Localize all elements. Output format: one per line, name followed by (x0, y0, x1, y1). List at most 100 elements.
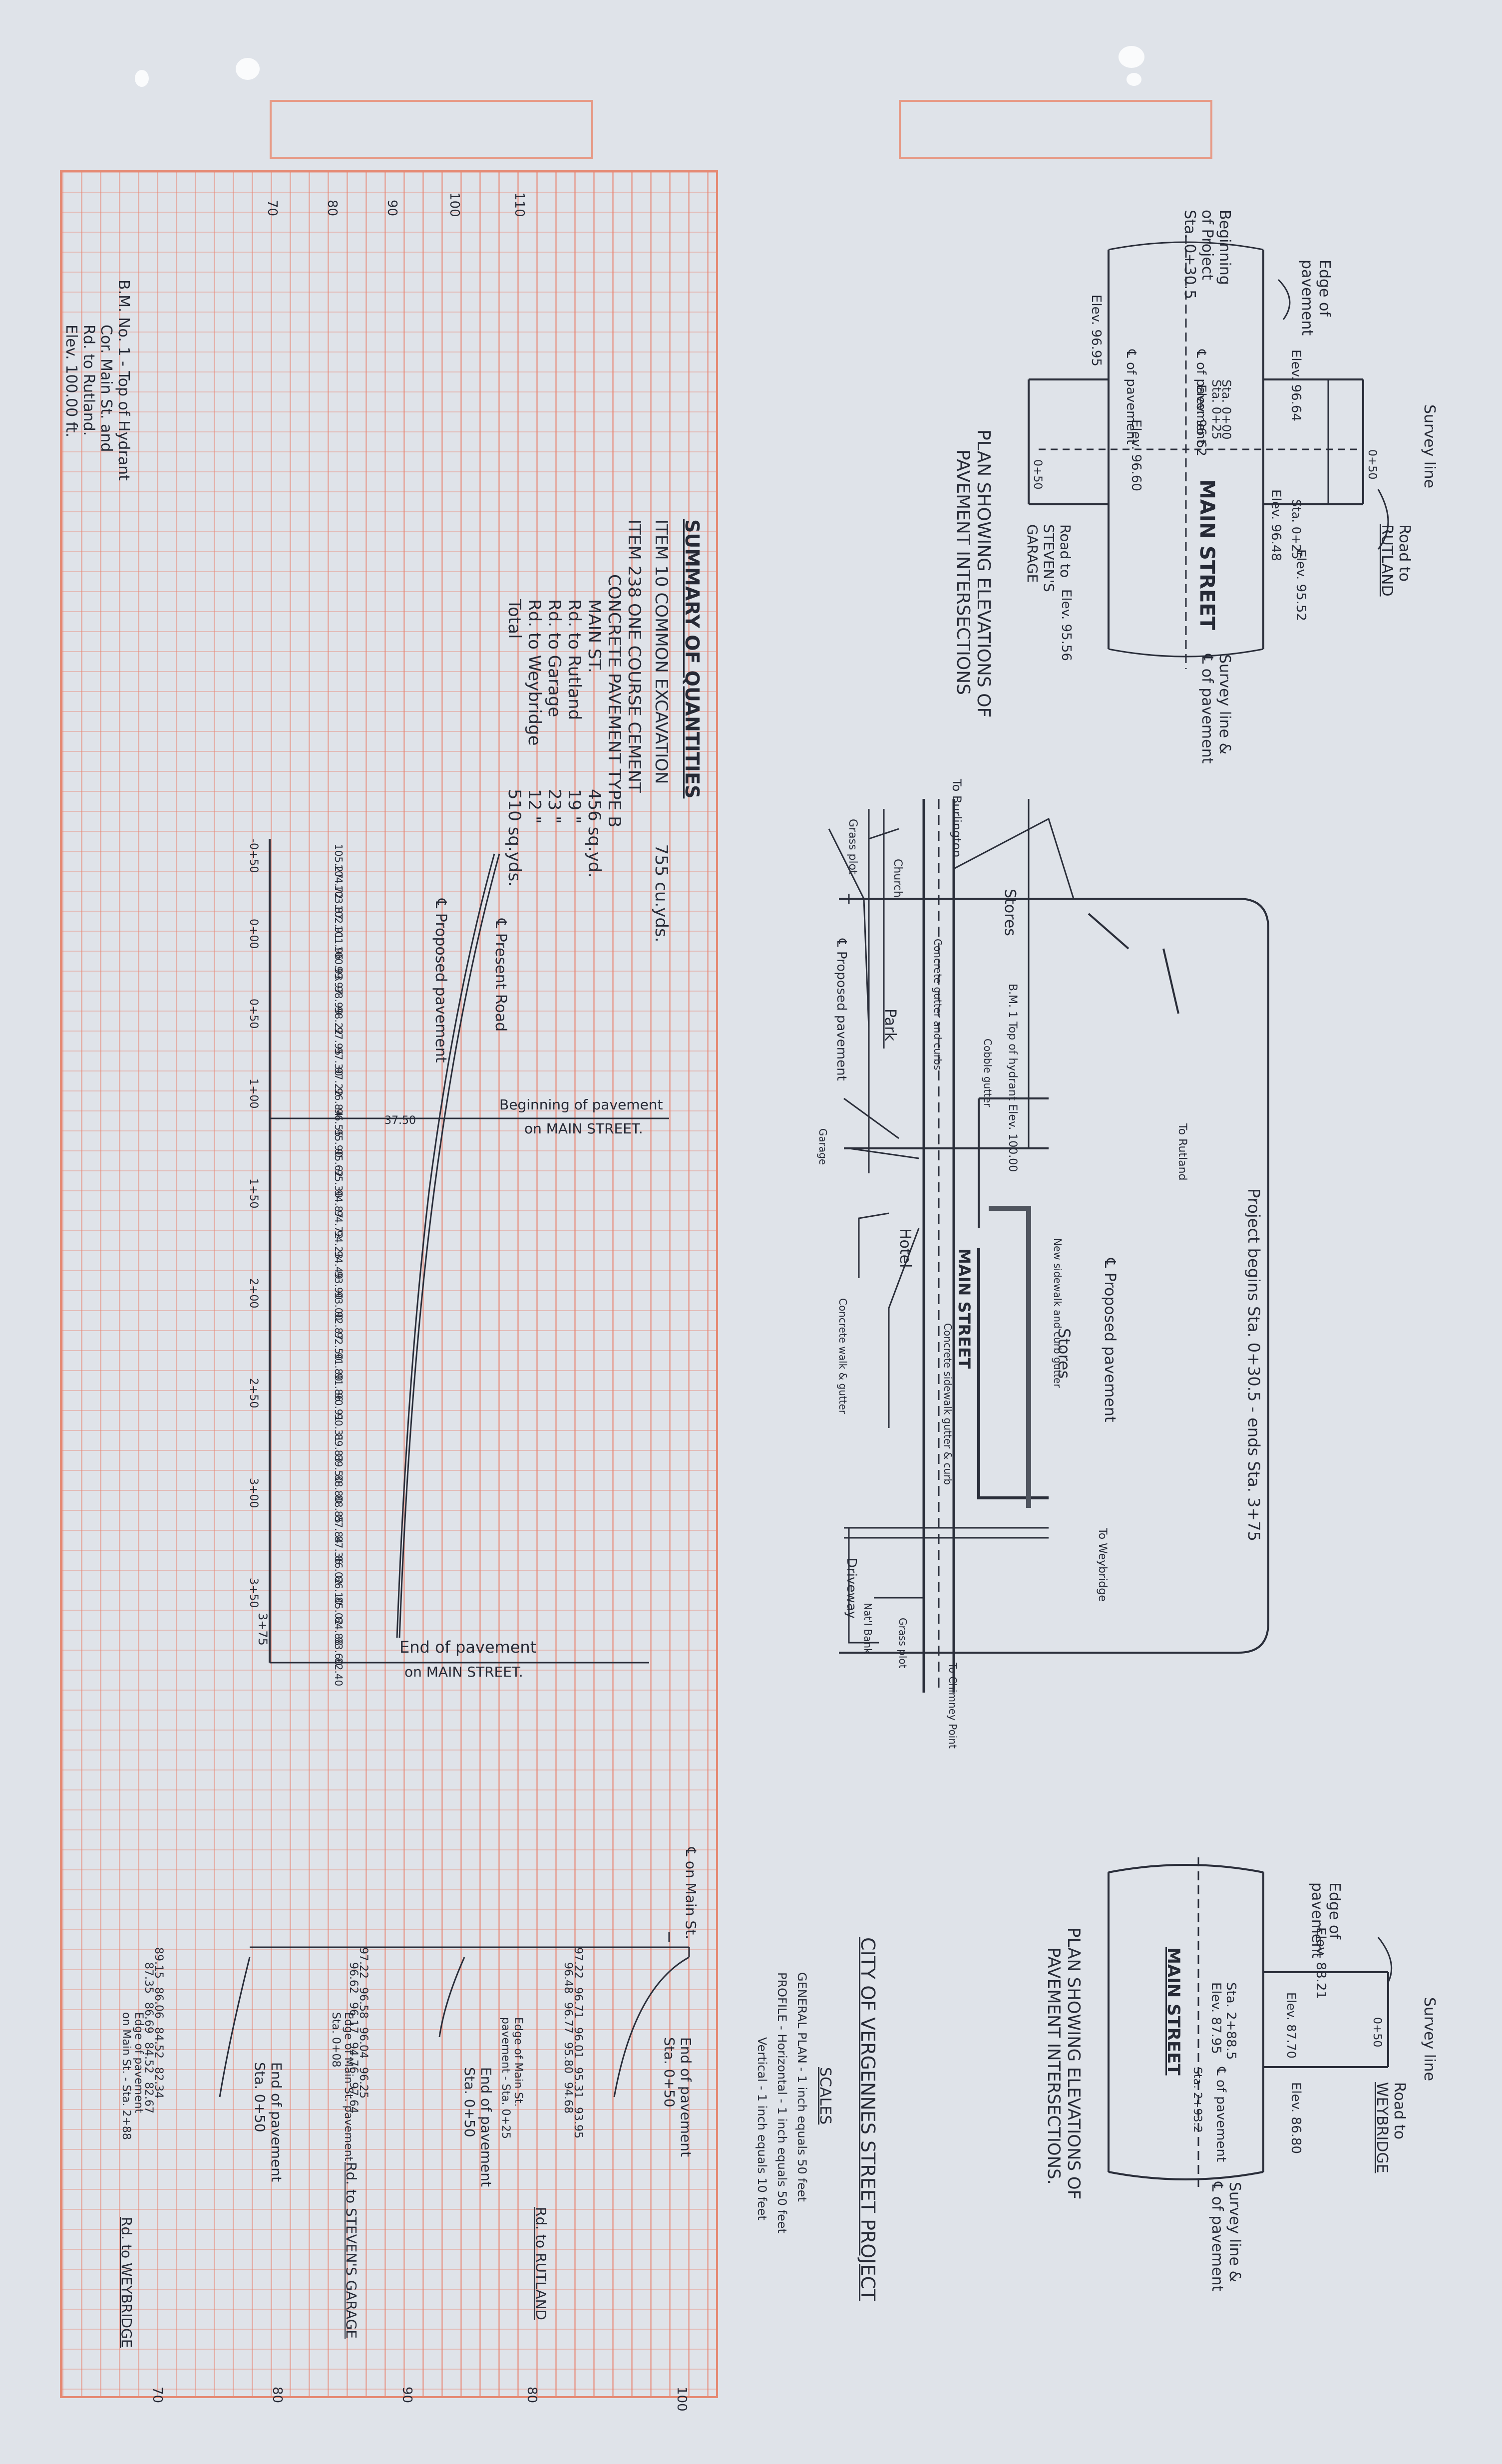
bottom-elev-2: Elev. 87.70 (1284, 1992, 1298, 2059)
top-cl-1: ℄ of pavement (1193, 350, 1208, 445)
profile-station: 3+00 (247, 1478, 260, 1508)
top-garage-road: Road to STEVEN'S GARAGE (1024, 524, 1074, 592)
profile-begin-line2: on MAIN STREET. (524, 1120, 643, 1137)
sp-end-2: End of pavement Sta. 0+50 (461, 2067, 494, 2187)
scale-general: GENERAL PLAN - 1 inch equals 50 feet (795, 1972, 809, 2202)
site-proposed-1: ℄ Proposed pavement (834, 939, 849, 1081)
bottom-sta2: Sta. 2+93.2 (1191, 2067, 1203, 2133)
top-elev-2: Elev. 96.95 (1089, 295, 1104, 366)
item10-label: ITEM 10 COMMON EXCAVATION (651, 519, 671, 784)
sp-axis-80b: 80 (270, 2387, 285, 2404)
top-beginning-label: Beginning of Project Sta. 0+30.5 (1181, 210, 1233, 300)
site-concrete-curb: Concrete sidewalk gutter & curb (942, 1323, 954, 1485)
profile-begin-line1: Beginning of pavement (499, 1096, 663, 1113)
bottom-sta: Sta. 2+88.5 Elev. 87.95 (1208, 1982, 1238, 2060)
site-main-street: MAIN STREET (955, 1248, 974, 1369)
profile-station: 2+00 (247, 1278, 260, 1309)
top-plan-title: PLAN SHOWING ELEVATIONS OF PAVEMENT INTE… (953, 429, 994, 718)
top-elev-1: Elev. 96.64 (1288, 350, 1303, 421)
top-elev-6: Elev. 95.52 (1293, 549, 1308, 621)
bottom-survey-line: Survey line (1421, 1997, 1438, 2082)
item238-sub: CONCRETE PAVEMENT TYPE B (604, 574, 624, 828)
site-cobble: Cobble gutter (982, 1039, 994, 1107)
elev-axis-70: 70 (265, 200, 280, 217)
profile-station: 0+00 (247, 919, 260, 949)
profile-end-line1: End of pavement (399, 1638, 537, 1657)
profile-station: 0+50 (247, 999, 260, 1029)
profile-station: 1+50 (247, 1178, 260, 1209)
elev-axis-80: 80 (325, 200, 340, 217)
sp-axis-70: 70 (150, 2387, 165, 2404)
elev-axis-110: 110 (512, 192, 527, 217)
top-elev-7: Elev. 95.56 (1059, 589, 1074, 661)
top-sta-3: Sta. 0+25 (1209, 379, 1223, 440)
site-bank: Nat'l Bank (862, 1603, 874, 1654)
profile-sta-3750: 37.50 (384, 1114, 416, 1127)
profile-elevation-value: 82.40 (333, 1658, 345, 1687)
summary-row: MAIN ST. 456 sq.yd. (584, 599, 604, 878)
profile-station: -0+50 (247, 839, 260, 873)
sp-axis-100: 100 (674, 2387, 689, 2412)
scale-profile: PROFILE - Horizontal - 1 inch equals 50 … (775, 1972, 789, 2233)
profile-grid (60, 170, 718, 2398)
sp-edge-weybridge: Edge of pavement on Main St. - Sta. 2+88 (120, 2012, 145, 2140)
bottom-elev-3: Elev. 86.80 (1288, 2082, 1303, 2154)
sp-axis-80: 80 (524, 2387, 539, 2404)
profile-end-line2: on MAIN STREET. (404, 1664, 523, 1680)
site-to-burlington: To Burlington (950, 779, 964, 858)
summary-row: Rd. to Garage 23 " (544, 599, 564, 824)
sp-rutland: Rd. to RUTLAND (533, 2207, 549, 2320)
sp-edge-main: Edge of Main St. pavement - Sta. 0+25 (499, 2017, 524, 2139)
profile-station: 3+50 (247, 1578, 260, 1608)
site-to-weybridge: To Weybridge (1096, 1528, 1109, 1602)
site-bm1: B.M. 1 Top of hydrant Elev. 100.00 (1006, 984, 1019, 1172)
site-stores-1: Stores (1001, 889, 1019, 936)
site-park: Park (881, 1009, 899, 1041)
site-to-chimney-point: To Chimney Point (947, 1663, 959, 1749)
top-survey-line: Survey line (1421, 404, 1438, 489)
summary-heading: SUMMARY OF QUANTITIES (681, 519, 703, 799)
site-concrete-gutter: Concrete gutter and curbs (932, 939, 944, 1070)
top-sta-4: 0+50 (1366, 449, 1378, 480)
top-edge-label: Edge of pavement (1298, 260, 1333, 336)
summary-row: Total 510 sq.yds. (504, 599, 524, 887)
small-profile-value: 97.64 (347, 2082, 360, 2113)
bottom-elev-1: Elev. 88.21 (1313, 1927, 1328, 1999)
profile-end-sta: 3+75 (256, 1613, 270, 1646)
site-to-rutland: To Rutland (1176, 1123, 1188, 1181)
top-survey-cl: Survey line & ℄ of pavement (1198, 654, 1233, 764)
bottom-main-street: MAIN STREET (1163, 1947, 1183, 2076)
benchmark-note: B.M. No. 1 - Top of Hydrant Cor. Main St… (62, 280, 132, 481)
sp-weybridge: Rd. to WEYBRIDGE (118, 2217, 135, 2348)
site-driveway: Driveway (844, 1558, 859, 1619)
top-elev-5: Elev. 96.48 (1268, 489, 1283, 561)
sp-cl-main: ℄ on Main St. (683, 1847, 699, 1940)
bottom-cl: ℄ of pavement (1213, 2067, 1228, 2162)
site-hotel: Hotel (896, 1228, 914, 1268)
site-proposed-2: ℄ Proposed pavement (1101, 1258, 1119, 1422)
punch-hole (236, 58, 260, 80)
sp-end-1: End of pavement Sta. 0+50 (661, 2037, 694, 2157)
punch-hole (135, 70, 149, 87)
summary-row: Rd. to Weybridge 12 " (524, 599, 544, 824)
title-block-left (270, 100, 593, 159)
punch-hole (1119, 46, 1144, 68)
sp-garage: Rd. to STEVEN'S GARAGE (343, 2162, 360, 2339)
site-grass-plot-2: Grass plot (897, 1618, 909, 1669)
profile-proposed: ℄ Proposed pavement (432, 899, 449, 1063)
site-grass-plot-1: Grass plot (846, 819, 859, 875)
top-cl-2: ℄ of pavement (1124, 350, 1138, 445)
elev-axis-90: 90 (384, 200, 399, 217)
bottom-survey-cl: Survey line & ℄ of pavement (1208, 2182, 1243, 2292)
title-block-right (899, 100, 1212, 159)
site-new-sidewalk: New sidewalk and curb gutter (1052, 1238, 1064, 1388)
site-church: Church (891, 859, 904, 898)
top-sta-5: 0+50 (1031, 459, 1044, 490)
profile-station: 2+50 (247, 1378, 260, 1408)
elev-axis-100: 100 (447, 192, 462, 217)
small-profile-value: 82.67 (142, 2082, 155, 2113)
sp-end-3: End of pavement Sta. 0+50 (252, 2062, 285, 2182)
sp-axis-90: 90 (399, 2387, 414, 2404)
